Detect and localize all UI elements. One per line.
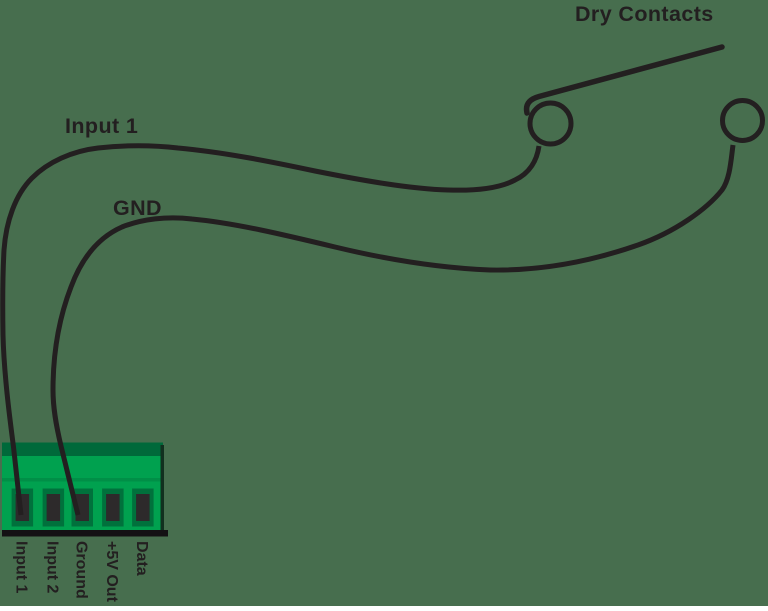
input1-wire-label: Input 1 [65, 114, 138, 138]
terminal-block-top-strip [2, 442, 163, 456]
terminal-hole [106, 494, 120, 521]
terminal-block-base [2, 530, 168, 537]
terminal-label: Ground [72, 541, 89, 599]
terminal-block-edge-shadow [160, 445, 164, 530]
terminal-hole [136, 494, 150, 521]
terminal-block-divider [2, 478, 163, 482]
switch-lever [523, 44, 725, 116]
terminal-2: Input 2 [42, 488, 65, 594]
diagram-title: Dry Contacts [575, 2, 714, 26]
terminal-label: +5V Out [103, 541, 120, 603]
terminal-5: Data [132, 488, 154, 576]
terminal-4: +5V Out [102, 488, 124, 603]
dry-contact-left [527, 100, 574, 147]
dry-contact-right [720, 98, 765, 143]
terminal-block: Input 1 Input 2 Ground +5V Out Data [2, 442, 168, 603]
terminal-label: Data [133, 541, 150, 576]
terminal-label: Input 2 [44, 541, 61, 594]
gnd-wire [50, 144, 736, 516]
gnd-wire-label: GND [113, 196, 162, 220]
terminal-hole [46, 494, 61, 521]
input1-wire [0, 143, 542, 516]
terminal-label: Input 1 [13, 541, 30, 594]
terminal-1: Input 1 [11, 488, 34, 594]
